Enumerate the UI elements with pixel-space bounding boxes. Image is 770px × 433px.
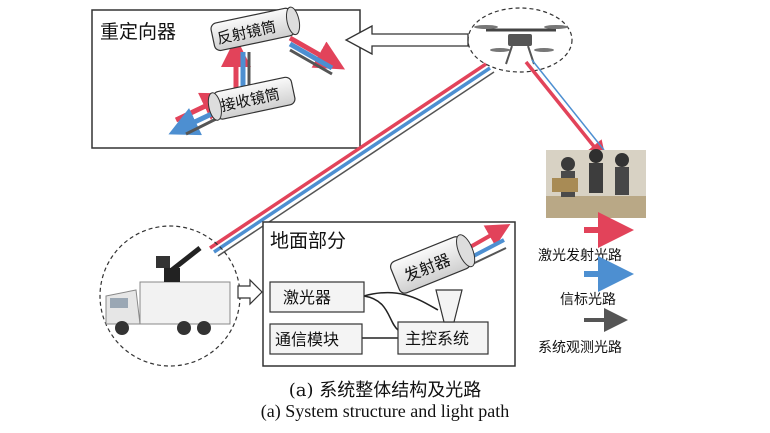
- laser-box: [269, 281, 365, 313]
- ground-title: 地面部分: [270, 230, 346, 252]
- redirector-panel: 重定向器 反射镜筒 接收镜筒: [91, 6, 361, 149]
- target-beams: [524, 59, 607, 163]
- legend: 激光发射光路 信标光路 系统观测光路: [538, 212, 634, 356]
- caption-en: (a) System structure and light path: [260, 401, 510, 421]
- comm-box: [269, 323, 363, 355]
- drone-circle: [467, 7, 573, 73]
- drone-icon: [474, 25, 568, 65]
- legend-label-observe: 系统观测光路: [538, 340, 622, 356]
- laser-label: 激光器: [283, 288, 331, 307]
- truck-group: [99, 225, 241, 367]
- redirector-title: 重定向器: [100, 21, 176, 43]
- ground-panel: 地面部分 激光器 通信模块 主控系统 发射器: [262, 221, 516, 367]
- legend-item-observe: 系统观测光路: [538, 308, 628, 356]
- legend-label-beacon: 信标光路: [560, 292, 616, 308]
- caption-cn: (a) 系统整体结构及光路: [288, 380, 482, 401]
- truck-icon: [105, 246, 231, 335]
- drone-group: [467, 7, 573, 73]
- transmitter-mount: [435, 289, 463, 323]
- target-soldiers-image: [546, 149, 646, 218]
- ground-connectors: [362, 291, 439, 339]
- comm-label: 通信模块: [275, 330, 339, 349]
- legend-item-laser: 激光发射光路: [538, 212, 634, 264]
- master-box: [397, 321, 489, 355]
- legend-label-laser: 激光发射光路: [538, 247, 622, 264]
- receiver-tube: 接收镜筒: [207, 76, 296, 121]
- legend-item-beacon: 信标光路: [560, 256, 634, 308]
- master-label: 主控系统: [405, 329, 469, 348]
- drone-to-redirector-arrow: [344, 24, 469, 56]
- truck-to-ground-arrow: [237, 278, 263, 306]
